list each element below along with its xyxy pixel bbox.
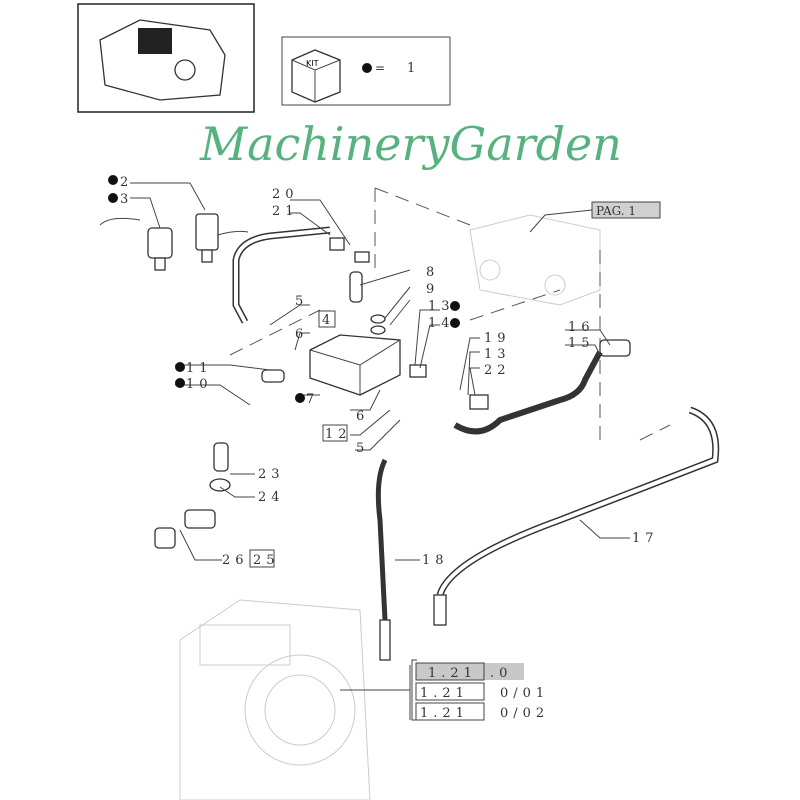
reference-code[interactable]: 1.21 <box>420 686 469 701</box>
callout-13b[interactable]: 13 <box>484 347 511 362</box>
callout-25[interactable]: 25 <box>253 553 280 568</box>
hose-17[interactable] <box>436 406 720 597</box>
solenoid-3[interactable] <box>99 217 173 271</box>
kit-bullet-icon <box>175 378 185 388</box>
callout-12[interactable]: 12 <box>325 427 352 442</box>
pipe-15[interactable] <box>453 350 603 435</box>
kit-legend: KIT = 1 <box>281 36 451 106</box>
reference-code[interactable]: 1.21 <box>428 666 477 681</box>
quick-coupler-16[interactable] <box>599 339 631 357</box>
kit-equals: = <box>375 61 385 75</box>
kit-bullet-icon <box>362 63 372 73</box>
ghost-valve-assembly <box>469 214 601 306</box>
kit-bullet-icon <box>108 193 118 203</box>
reference-suffix: 0/01 <box>500 686 549 701</box>
callout-22[interactable]: 22 <box>484 363 511 378</box>
callout-21[interactable]: 21 <box>272 204 299 219</box>
callout-24[interactable]: 24 <box>258 490 285 505</box>
assembly-thumbnail[interactable] <box>77 3 255 113</box>
reference-row[interactable]: 1.21 0/01 <box>420 686 549 701</box>
cap-26[interactable] <box>154 527 176 549</box>
callout-15[interactable]: 15 <box>568 336 595 351</box>
reference-suffix: .0 <box>490 666 512 681</box>
callout-5b[interactable]: 5 <box>356 441 369 456</box>
callout-2[interactable]: 2 <box>120 175 133 190</box>
callout-9[interactable]: 9 <box>426 282 439 297</box>
kit-bullet-icon <box>450 318 460 328</box>
kit-bullet-icon <box>450 301 460 311</box>
reference-row[interactable]: 1.21 0/02 <box>420 706 549 721</box>
callout-11[interactable]: 11 <box>186 361 213 376</box>
bolt-23[interactable] <box>213 442 229 472</box>
callout-3[interactable]: 3 <box>120 192 133 207</box>
callout-19[interactable]: 19 <box>484 331 511 346</box>
callout-7[interactable]: 7 <box>306 392 319 407</box>
watermark: MachineryGarden <box>199 117 622 171</box>
hose-18[interactable] <box>375 458 388 621</box>
valve-block-4[interactable] <box>309 334 401 396</box>
reference-suffix: 0/02 <box>500 706 549 721</box>
bolt-8[interactable] <box>349 271 363 303</box>
callout-6[interactable]: 6 <box>295 327 308 342</box>
kit-bullet-icon <box>108 175 118 185</box>
reference-table: 1.21 .0 1.21 0/01 1.21 0/02 <box>411 659 549 721</box>
callout-5[interactable]: 5 <box>295 294 308 309</box>
fitting-24[interactable] <box>184 509 216 529</box>
callout-6b[interactable]: 6 <box>356 409 369 424</box>
kit-label: KIT <box>306 59 319 68</box>
page-reference-link[interactable]: PAG. 1 <box>529 201 661 233</box>
ghost-transmission-housing <box>179 599 371 800</box>
solenoid-2[interactable] <box>195 213 249 263</box>
callout-4[interactable]: 4 <box>322 313 335 328</box>
callout-20[interactable]: 20 <box>272 187 299 202</box>
kit-value: 1 <box>407 61 415 76</box>
callout-26[interactable]: 26 <box>222 553 249 568</box>
page-ref-label: PAG. 1 <box>596 204 636 218</box>
reference-row[interactable]: 1.21 .0 <box>428 666 512 681</box>
kit-bullet-icon <box>295 393 305 403</box>
callout-8[interactable]: 8 <box>426 265 439 280</box>
callout-13[interactable]: 13 <box>428 299 455 314</box>
callout-23[interactable]: 23 <box>258 467 285 482</box>
callout-labels: 2 3 20 21 8 9 13 14 5 4 6 11 10 7 6 12 5… <box>108 175 659 568</box>
callout-10[interactable]: 10 <box>186 377 213 392</box>
callout-14[interactable]: 14 <box>428 316 455 331</box>
callout-16[interactable]: 16 <box>568 320 595 335</box>
reference-code[interactable]: 1.21 <box>420 706 469 721</box>
kit-bullet-icon <box>175 362 185 372</box>
callout-17[interactable]: 17 <box>632 531 659 546</box>
callout-18[interactable]: 18 <box>422 553 449 568</box>
